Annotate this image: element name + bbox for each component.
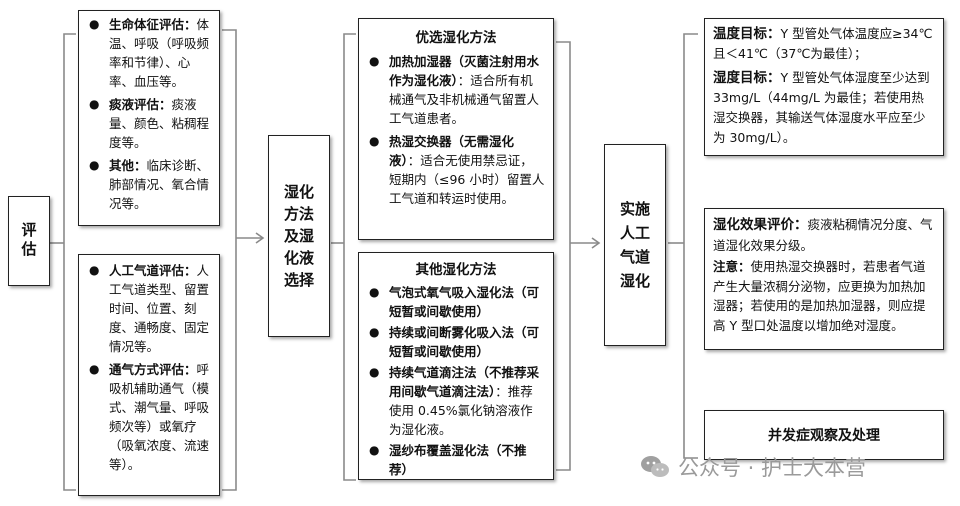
complication-label: 并发症观察及处理 — [768, 428, 880, 444]
list-item: 持续或间断雾化吸入法（可短暂或间歇使用） — [367, 323, 545, 361]
select-box: 湿化方法及湿化液选择 — [268, 135, 330, 337]
temperature-target: 温度目标：Y 型管处气体温度应≥34℃且＜41℃（37℃为最佳）； — [713, 26, 933, 61]
humidity-target: 湿度目标：Y 型管处气体湿度至少达到 33mg/L（44mg/L 为最佳；若使用… — [713, 70, 930, 145]
methods-left-bracket — [343, 33, 356, 481]
list-item: 通气方式评估：呼吸机辅助通气（模式、潮气量、呼吸频次等）或氧疗（吸氧浓度、流速等… — [87, 360, 213, 474]
other-methods-box: 其他湿化方法 气泡式氧气吸入湿化法（可短暂或间歇使用） 持续或间断雾化吸入法（可… — [358, 252, 554, 480]
implement-box: 实施人工气道湿化 — [604, 144, 666, 346]
select-label: 湿化方法及湿化液选择 — [283, 183, 314, 289]
watermark-text: 公众号 · 护士大本营 — [678, 456, 867, 480]
list-item: 痰液评估：痰液量、颜色、粘稠程度等。 — [87, 95, 213, 152]
other-title: 其他湿化方法 — [415, 262, 497, 278]
methods-right-bracket — [556, 41, 571, 471]
evaluation-note: 注意：使用热湿交换器时，若患者气道产生大量浓稠分泌物，应更换为加热加湿器；若使用… — [713, 259, 926, 333]
preferred-title: 优选湿化方法 — [415, 30, 497, 46]
right-bracket — [222, 29, 237, 491]
list-item: 生命体征评估：体温、呼吸（呼吸频率和节律）、心率、血压等。 — [87, 15, 213, 91]
list-item: 其他：临床诊断、肺部情况、氧合情况等。 — [87, 156, 213, 213]
list-item: 加热加湿器（灭菌注射用水作为湿化液）：适合所有机械通气及非机械通气留置人工气道患… — [367, 52, 545, 128]
list-item: 气泡式氧气吸入湿化法（可短暂或间歇使用） — [367, 283, 545, 321]
list-item: 湿纱布覆盖湿化法（不推荐） — [367, 441, 545, 479]
complication-box: 并发症观察及处理 — [704, 410, 944, 460]
implement-label: 实施人工气道湿化 — [619, 200, 650, 290]
list-item: 热湿交换器（无需湿化液）：适合无使用禁忌证，短期内（≤96 小时）留置人工气道和… — [367, 132, 545, 208]
evaluation-box: 湿化效果评价：痰液粘稠情况分度、气道湿化效果分级。 注意：使用热湿交换器时，若患… — [704, 208, 944, 350]
assess-label: 评估 — [19, 222, 38, 260]
preferred-methods-box: 优选湿化方法 加热加湿器（灭菌注射用水作为湿化液）：适合所有机械通气及非机械通气… — [358, 18, 554, 240]
assess-group-1: 生命体征评估：体温、呼吸（呼吸频率和节律）、心率、血压等。 痰液评估：痰液量、颜… — [78, 10, 220, 226]
evaluation-text: 湿化效果评价：痰液粘稠情况分度、气道湿化效果分级。 — [713, 217, 933, 253]
left-bracket — [63, 33, 76, 491]
targets-left-bracket — [683, 33, 698, 459]
assess-box: 评估 — [8, 196, 50, 286]
wechat-icon — [641, 456, 669, 477]
targets-box: 温度目标：Y 型管处气体温度应≥34℃且＜41℃（37℃为最佳）； 湿度目标：Y… — [704, 18, 944, 156]
watermark: 公众号 · 护士大本营 — [640, 452, 866, 482]
assess-group-2: 人工气道评估：人工气道类型、留置时间、位置、刻度、通畅度、固定情况等。 通气方式… — [78, 254, 220, 496]
list-item: 人工气道评估：人工气道类型、留置时间、位置、刻度、通畅度、固定情况等。 — [87, 261, 213, 356]
list-item: 持续气道滴注法（不推荐采用间歇气道滴注法）：推荐使用 0.45%氯化钠溶液作为湿… — [367, 363, 545, 439]
